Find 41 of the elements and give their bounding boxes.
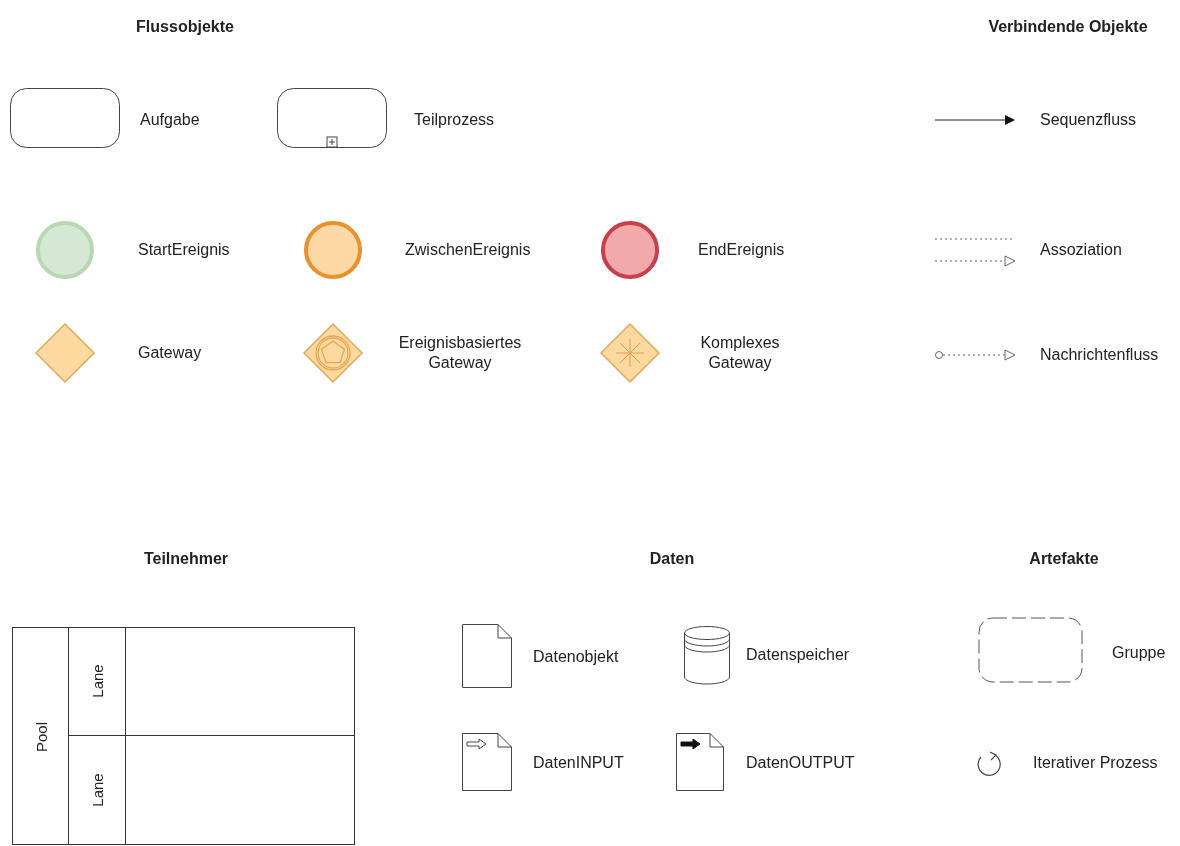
data-store-icon — [684, 626, 730, 684]
intermediate-event-circle — [304, 221, 362, 279]
gateway-diamond — [35, 323, 95, 383]
lane-box — [68, 735, 355, 844]
section-heading: Teilnehmer — [143, 550, 229, 568]
section-heading: Daten — [649, 550, 695, 568]
start-event-circle — [36, 221, 94, 279]
symbol-label: Komplexes Gateway — [699, 333, 781, 373]
section-heading: Verbindende Objekte — [988, 18, 1148, 36]
task-box — [10, 88, 120, 148]
symbol-label: StartEreignis — [138, 240, 230, 260]
data-input-icon — [462, 733, 512, 791]
group-box — [978, 617, 1083, 683]
data-object-icon — [462, 624, 512, 688]
symbol-label: Teilprozess — [414, 110, 495, 130]
loop-icon — [975, 751, 1001, 777]
subprocess-box — [277, 88, 387, 148]
symbol-label: ZwischenEreignis — [405, 240, 531, 260]
event-gateway-diamond — [303, 323, 363, 383]
symbol-label: Ereignisbasiertes Gateway — [397, 333, 523, 373]
legend-label: Nachrichtenfluss — [1040, 345, 1159, 365]
data-output-icon — [676, 733, 724, 791]
symbol-label: Aufgabe — [140, 110, 200, 130]
symbol-label: Gateway — [138, 343, 202, 363]
pool-box — [12, 627, 355, 845]
section-heading: Flussobjekte — [136, 18, 234, 36]
complex-gateway-diamond — [600, 323, 660, 383]
symbol-label: EndEreignis — [698, 240, 785, 260]
end-event-circle — [601, 221, 659, 279]
legend-label: Assoziation — [1040, 240, 1122, 260]
rotated-label: Lane — [88, 664, 106, 698]
symbol-label: Datenobjekt — [533, 647, 619, 667]
rotated-label: Pool — [32, 722, 50, 752]
symbol-label: DatenOUTPUT — [746, 753, 855, 773]
symbol-label: DatenINPUT — [533, 753, 624, 773]
symbol-label: Gruppe — [1112, 643, 1166, 663]
legend-label: Sequenzfluss — [1040, 110, 1137, 130]
symbol-label: Iterativer Prozess — [1033, 753, 1158, 773]
symbol-label: Datenspeicher — [746, 645, 850, 665]
section-heading: Artefakte — [1029, 550, 1099, 568]
rotated-label: Lane — [88, 773, 106, 807]
